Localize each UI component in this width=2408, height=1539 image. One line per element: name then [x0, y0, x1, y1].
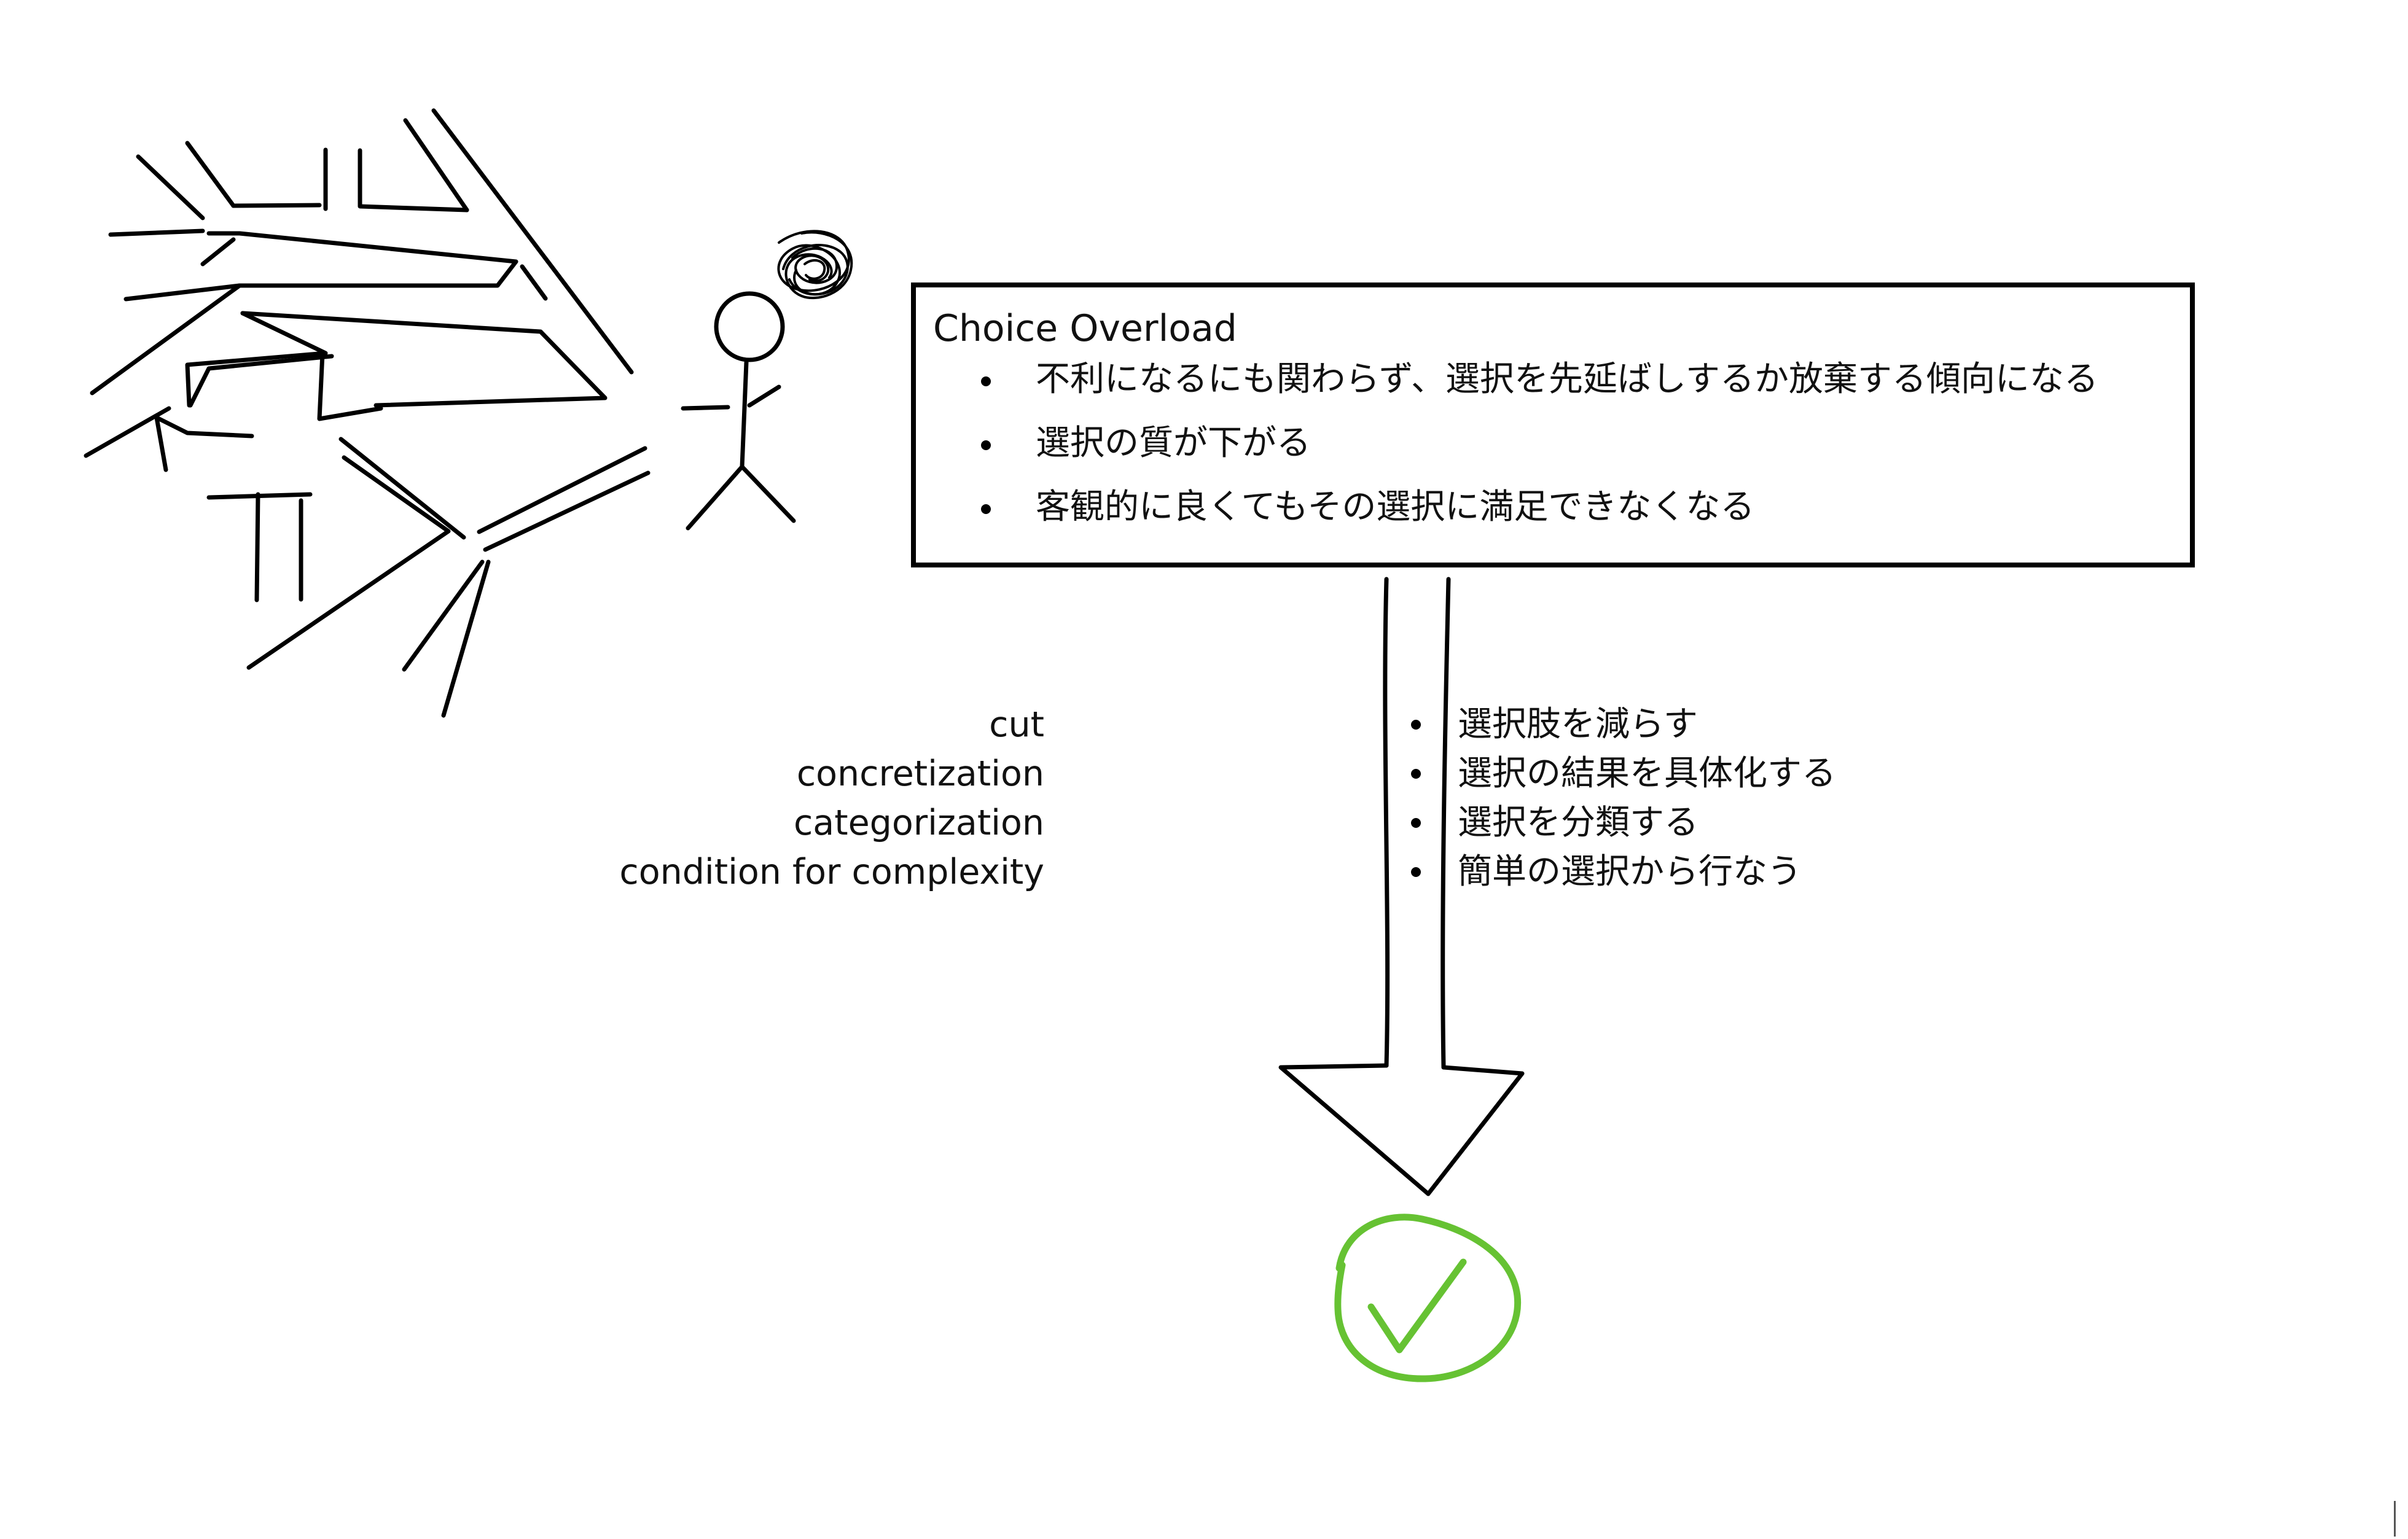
list-item: condition for complexity 簡単の選択から行なう: [619, 847, 1892, 897]
confused-stick-figure-icon: [681, 291, 796, 531]
strategy-japanese-label: 選択肢を減らす: [1458, 704, 1698, 744]
strategy-english-label: concretization: [796, 754, 1044, 794]
bullet-icon: [1411, 818, 1421, 828]
list-item: 選択の質が下がる: [916, 421, 2098, 485]
strategies-list: cut 選択肢を減らす concretization 選択の結果を具体化する c…: [619, 700, 1892, 897]
checkmark-circle-icon: [1334, 1214, 1522, 1382]
list-item: concretization 選択の結果を具体化する: [797, 749, 1892, 798]
scribble-thought-icon: [777, 230, 853, 300]
bullet-icon: [1411, 720, 1421, 730]
bullet-icon: [1411, 769, 1421, 779]
list-item: 客観的に良くてもその選択に満足できなくなる: [916, 485, 2098, 549]
strategy-english-label: cut: [989, 704, 1044, 745]
list-item: cut 選択肢を減らす: [909, 700, 1892, 749]
strategy-english-label: condition for complexity: [619, 852, 1044, 892]
text-cursor: [2394, 1501, 2396, 1537]
maze-icon: [84, 108, 651, 718]
box-title: Choice Overload: [933, 307, 1237, 350]
strategy-english-label: categorization: [793, 803, 1044, 843]
strategy-japanese-label: 選択の結果を具体化する: [1458, 754, 1836, 793]
choice-overload-box: Choice Overload 不利になるにも関わらず、選択を先延ばしするか放棄…: [911, 282, 2195, 567]
bullet-icon: [1411, 867, 1421, 877]
down-arrow-icon: [1278, 577, 1525, 1196]
list-item: categorization 選択を分類する: [794, 798, 1892, 847]
list-item: 不利になるにも関わらず、選択を先延ばしするか放棄する傾向になる: [916, 357, 2098, 421]
overload-effects-list: 不利になるにも関わらず、選択を先延ばしするか放棄する傾向になる 選択の質が下がる…: [916, 357, 2098, 549]
strategy-japanese-label: 選択を分類する: [1458, 803, 1698, 843]
strategy-japanese-label: 簡単の選択から行なう: [1458, 852, 1802, 892]
